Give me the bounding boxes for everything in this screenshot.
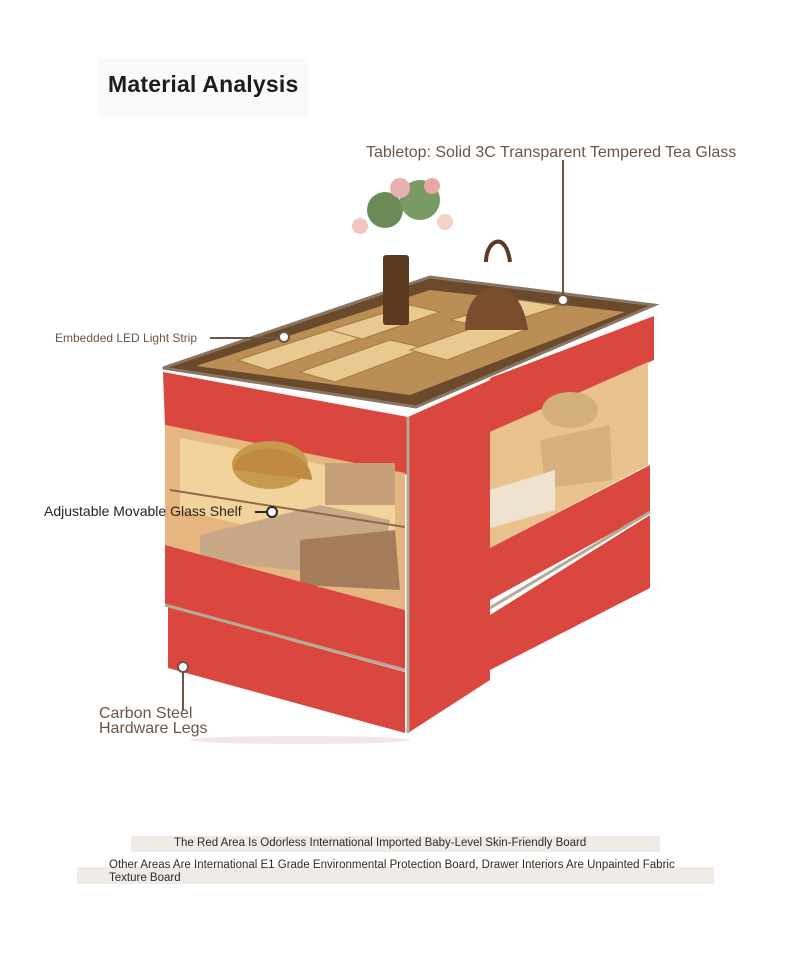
shelf-bags (234, 448, 312, 480)
side-red-drawer-2 (490, 515, 650, 670)
legs-label: Carbon Steel Hardware Legs (99, 705, 208, 737)
front-red-panel-top (163, 372, 408, 475)
callout-tabletop (557, 160, 569, 306)
front-red-drawer-1 (165, 545, 405, 670)
drawer-divider (164, 603, 406, 672)
side-red-panel-top (490, 316, 654, 432)
glass-shelf-label: Adjustable Movable Glass Shelf (44, 503, 242, 519)
callout-led (210, 331, 290, 343)
front-red-drawer-2 (168, 607, 405, 733)
end-red-panel (408, 380, 490, 733)
note-other-areas-text: Other Areas Are International E1 Grade E… (109, 859, 675, 884)
side-drawer-divider (489, 510, 651, 610)
page-title: Material Analysis (108, 71, 299, 97)
side-goods (490, 392, 612, 528)
floor-shadow (190, 736, 410, 744)
title-panel: Material Analysis (98, 58, 308, 116)
note-red-area-text: The Red Area Is Odorless International I… (174, 837, 587, 849)
handbag (465, 239, 528, 330)
flower-vase (352, 178, 453, 325)
tabletop-label: Tabletop: Solid 3C Transparent Tempered … (366, 144, 737, 161)
side-red-drawer-1 (490, 465, 650, 600)
note-other-areas: Other Areas Are International E1 Grade E… (77, 859, 714, 884)
glass-shelf-line (169, 489, 406, 528)
led-strip-label: Embedded LED Light Strip (55, 331, 198, 345)
callout-legs (177, 661, 189, 710)
note-red-area: The Red Area Is Odorless International I… (131, 836, 660, 852)
callout-glass-shelf (255, 506, 278, 518)
